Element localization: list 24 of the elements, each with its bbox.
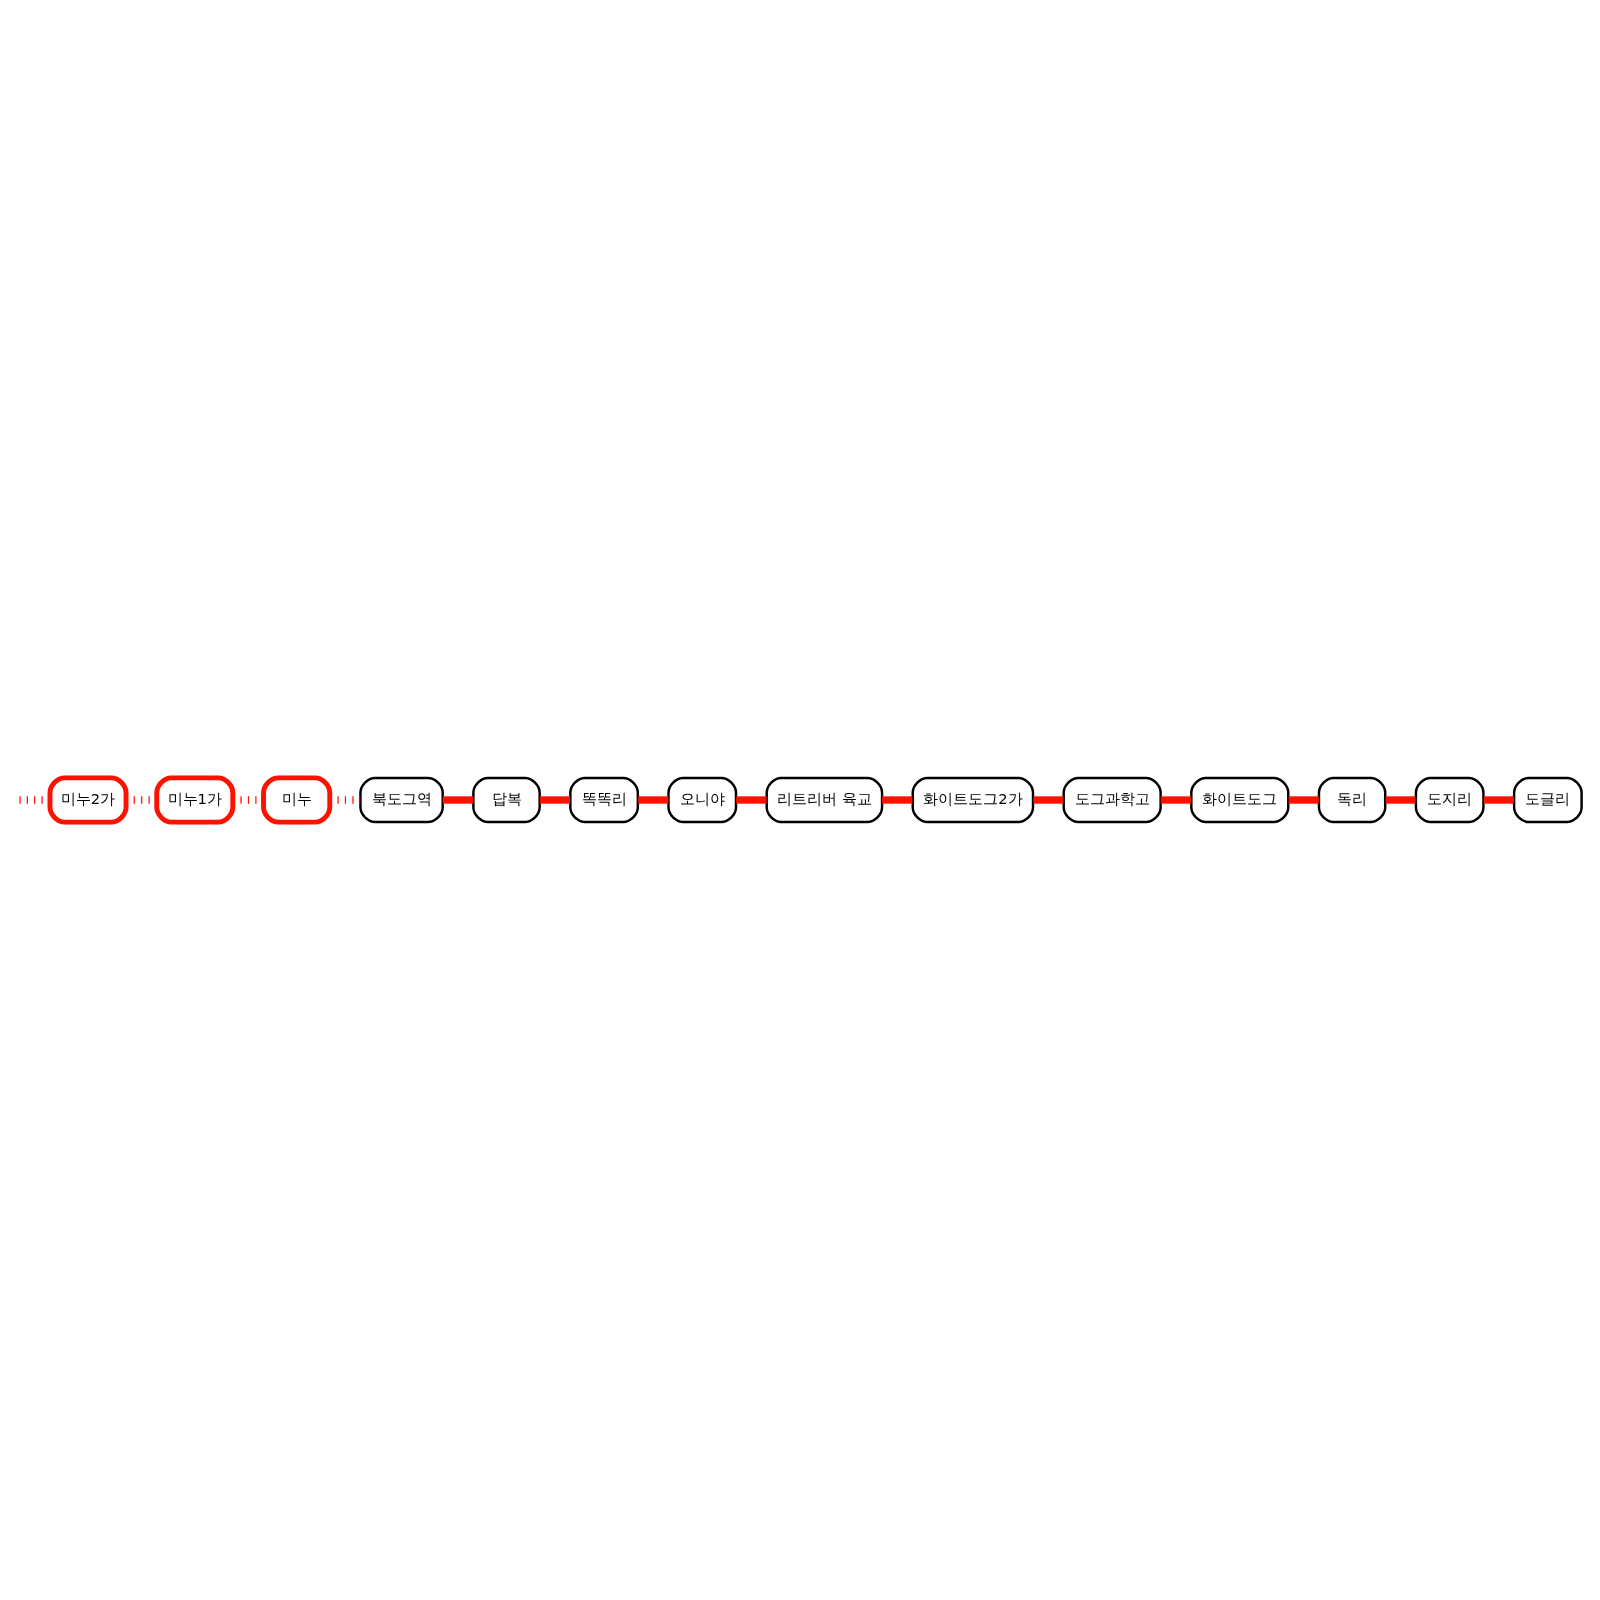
- connector: [1483, 796, 1514, 804]
- connector: [736, 796, 767, 804]
- node-box: 리트리버 육교: [765, 776, 884, 824]
- node-box: 화이트도그2가: [911, 776, 1035, 824]
- node-box: 도글리: [1512, 776, 1583, 824]
- connector: [1033, 796, 1064, 804]
- node-box: 북도그역: [359, 776, 444, 824]
- node-box: 미누: [261, 775, 333, 825]
- connector: [1288, 796, 1319, 804]
- connector: [882, 796, 913, 804]
- node-box: 미누1가: [154, 775, 236, 825]
- connector: [539, 796, 571, 804]
- connector: [1385, 796, 1416, 804]
- node-box: 화이트도그: [1190, 776, 1290, 824]
- node-box: 똑똑리: [569, 776, 640, 824]
- node-box: 답복: [472, 776, 541, 824]
- node-box: 오니야: [667, 776, 738, 824]
- connector: [442, 796, 474, 804]
- node-box: 미누2가: [47, 775, 129, 825]
- node-box: 도그과학고: [1062, 776, 1162, 824]
- connector: [1160, 796, 1192, 804]
- node-box: 도지리: [1414, 776, 1485, 824]
- node-box: 독리: [1317, 776, 1387, 824]
- connector: [638, 796, 669, 804]
